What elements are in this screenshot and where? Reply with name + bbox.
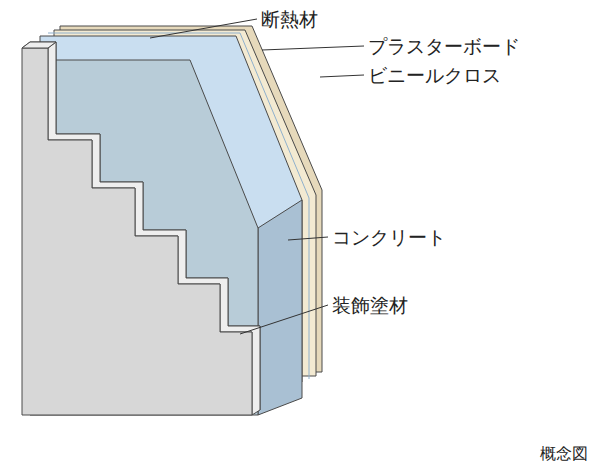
leader-line — [240, 305, 328, 334]
concrete-side-face — [258, 200, 302, 415]
decorative-coating-layer — [22, 48, 252, 415]
part-label: ビニールクロス — [368, 64, 501, 86]
leader-line — [320, 75, 364, 77]
part-label-box: ビニールクロス — [368, 65, 501, 86]
part-label-box: プラスターボード — [368, 36, 520, 57]
leader-line — [262, 46, 364, 50]
part-label: 断熱材 — [261, 8, 318, 30]
coating-top-edge — [22, 42, 56, 48]
part-label-box: 装飾塗材 — [332, 295, 408, 316]
leader-line — [150, 19, 257, 38]
part-label-box: コンクリート — [332, 227, 446, 248]
part-label: プラスターボード — [368, 35, 520, 57]
part-label-box: 概念図 — [540, 445, 588, 463]
part-label: コンクリート — [332, 226, 446, 248]
leader-line — [288, 237, 328, 240]
part-label-box: 断熱材 — [261, 9, 318, 30]
part-label: 装飾塗材 — [332, 294, 408, 316]
part-label: 概念図 — [540, 444, 588, 463]
